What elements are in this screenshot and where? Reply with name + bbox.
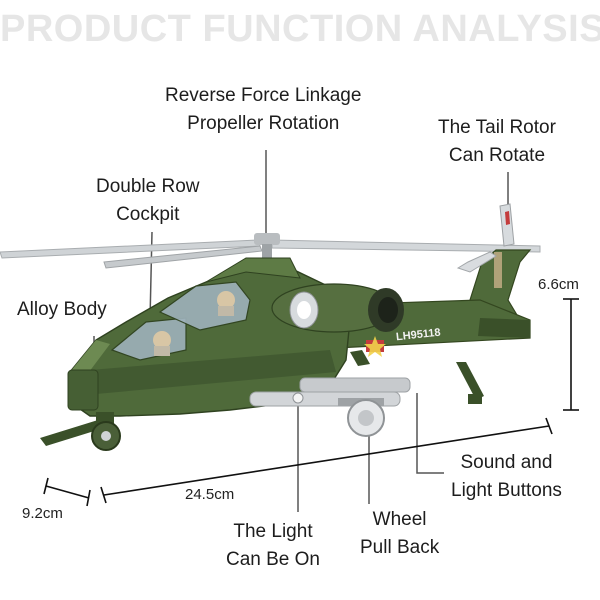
length-dimension-line [103,425,550,496]
dimension-lines [43,298,579,507]
callout-sound-light-buttons: Sound and Light Buttons [451,452,562,501]
length-dimension-label: 24.5cm [185,486,235,503]
leader-sound [416,393,444,474]
cockpit-canopy [110,281,251,361]
callout-wheel-pull-back: Wheel Pull Back [360,509,440,558]
callout-light-on: The Light Can Be On [226,521,320,570]
light-icon [292,392,304,404]
callout-propeller-rotation: Reverse Force Linkage Propeller Rotation [165,85,362,134]
fuselage [67,257,411,417]
callout-tail-rotor: The Tail Rotor Can Rotate [438,117,556,166]
width-dimension-label: 9.2cm [22,505,63,522]
callout-double-row-cockpit: Double Row Cockpit [96,176,200,225]
landing-gear [40,362,484,451]
page-title: PRODUCT FUNCTION ANALYSIS [0,8,600,50]
main-rotor [0,233,541,269]
width-dimension-line [45,485,90,499]
callout-alloy-body: Alloy Body [17,299,107,320]
height-dimension-label: 6.6cm [538,276,579,293]
